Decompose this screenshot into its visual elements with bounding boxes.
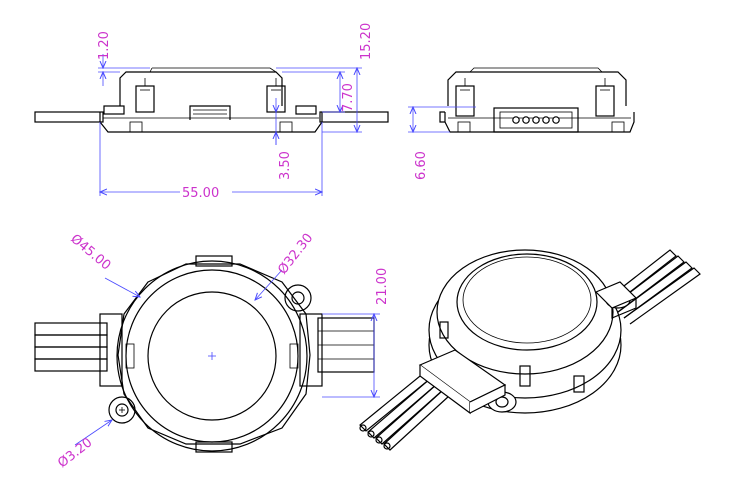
dimension-labels: 1.20 15.20 7.70 3.50 55.00 6.60 Ø45.00 Ø… bbox=[55, 23, 429, 471]
front-view-dimensions bbox=[98, 54, 362, 196]
dim-top-thickness: 1.20 bbox=[97, 31, 112, 60]
dim-outer-diameter: Ø45.00 bbox=[67, 232, 113, 274]
dim-body-height: 7.70 bbox=[341, 83, 356, 112]
end-view-dimensions bbox=[408, 107, 476, 132]
dim-hole-diameter: Ø3.20 bbox=[55, 435, 95, 471]
dim-overall-length: 55.00 bbox=[182, 186, 219, 201]
dim-lens-diameter: Ø32.30 bbox=[275, 231, 316, 278]
dim-base-height: 3.50 bbox=[278, 151, 293, 180]
end-view bbox=[439, 67, 635, 133]
iso-view bbox=[359, 249, 701, 451]
dim-total-height: 15.20 bbox=[359, 23, 374, 60]
dim-cable-height: 6.60 bbox=[414, 151, 429, 180]
front-view bbox=[34, 67, 389, 133]
dim-cable-width: 21.00 bbox=[375, 268, 390, 305]
top-view-dimensions bbox=[74, 269, 380, 446]
top-view bbox=[34, 255, 375, 453]
